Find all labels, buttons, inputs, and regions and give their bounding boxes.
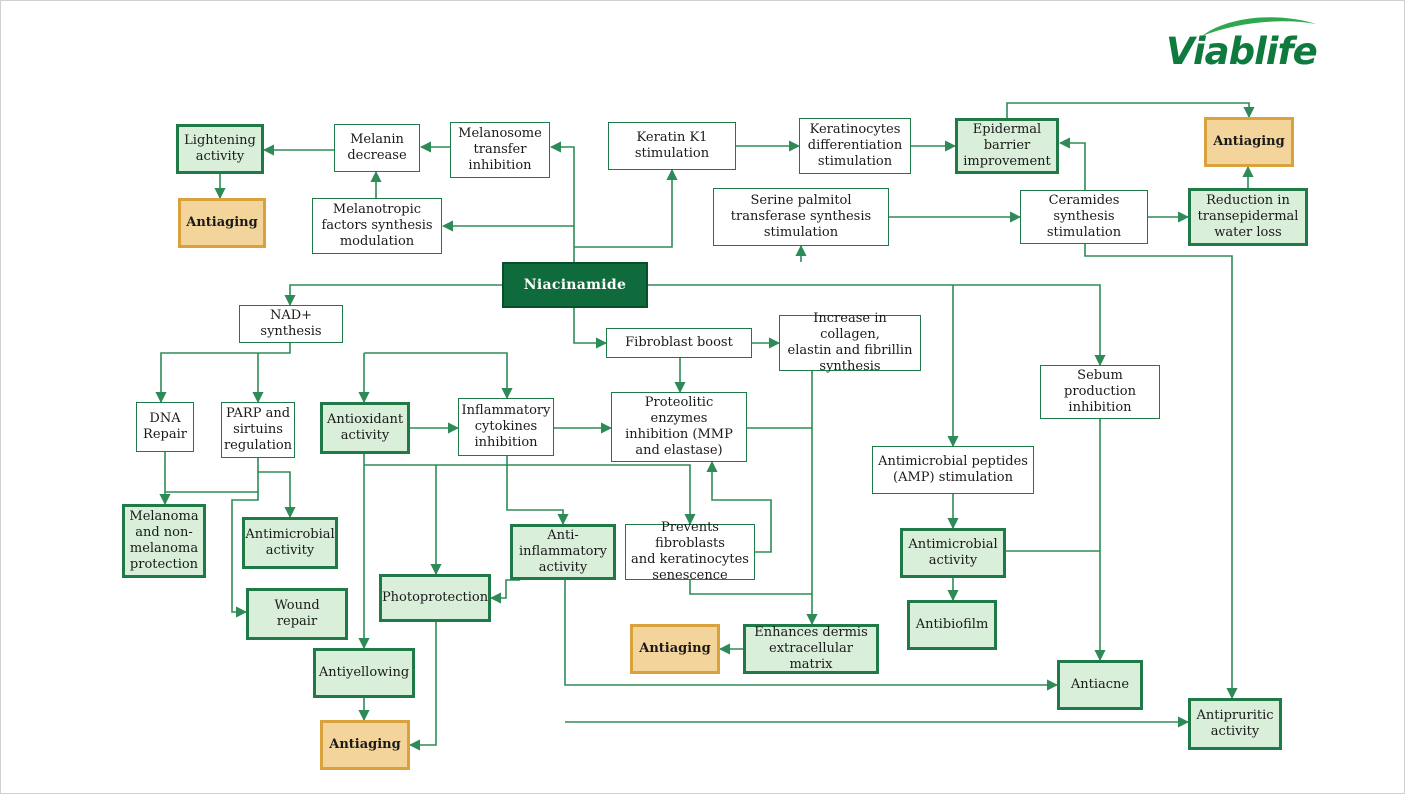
- node-prevents-senescence: Prevents fibroblasts and keratinocytes s…: [625, 520, 755, 583]
- node-inflammatory-cytokines: Inflammatory cytokines inhibition: [458, 398, 554, 456]
- wire-antiinflam-to-photoprotection: [489, 579, 520, 604]
- node-antiaging-mid: Antiaging: [630, 624, 720, 674]
- wire-to-sebum: [648, 284, 1106, 367]
- wire-to-prevents-senescence: [364, 464, 696, 526]
- node-antiaging-top-right: Antiaging: [1204, 117, 1294, 167]
- node-antiaging-bottom: Antiaging: [320, 720, 410, 770]
- node-melanosome-transfer: Melanosome transfer inhibition: [450, 122, 550, 178]
- node-lightening-activity: Lightening activity: [176, 124, 264, 174]
- wire-ceramides-to-antipruritic: [1084, 244, 1238, 700]
- node-antipruritic: Antipruritic activity: [1188, 698, 1282, 750]
- viablife-logo: Viablife: [1160, 14, 1350, 76]
- node-ceramides-synthesis: Ceramides synthesis stimulation: [1020, 190, 1148, 244]
- node-proteolytic-enzymes: Proteolitic enzymes inhibition (MMP and …: [611, 392, 747, 462]
- node-nad-synthesis: NAD+ synthesis: [239, 305, 343, 343]
- wire-to-wound-repair: [231, 492, 259, 618]
- wire-to-antiacne: [564, 580, 1059, 691]
- leaf-swoosh-icon: [1202, 17, 1316, 36]
- node-wound-repair: Wound repair: [246, 588, 348, 640]
- node-melanin-decrease: Melanin decrease: [334, 124, 420, 172]
- wire-parp-to-melanoma: [165, 458, 259, 493]
- wire-photoprotection-to-antiaging: [408, 622, 437, 751]
- wire-senescence-to-proteolytic: [706, 460, 772, 553]
- node-antiaging-left: Antiaging: [178, 198, 266, 248]
- wire-senescence-to-dermis: [689, 580, 812, 595]
- node-keratin-k1: Keratin K1 stimulation: [608, 122, 736, 170]
- node-melanotropic-factors: Melanotropic factors synthesis modulatio…: [312, 198, 442, 254]
- wire-to-melanosome-transfer: [549, 141, 575, 262]
- wire-barrier-to-antiaging: [1006, 102, 1255, 119]
- wire-to-antimicrobial-left: [258, 471, 296, 519]
- wire-to-anti-inflammatory: [506, 456, 569, 526]
- node-amp-stimulation: Antimicrobial peptides (AMP) stimulation: [872, 446, 1034, 494]
- logo-wordmark: Viablife: [1166, 30, 1318, 73]
- node-antimicrobial-left: Antimicrobial activity: [242, 517, 338, 569]
- node-collagen-increase: Increase in collagen, elastin and fibril…: [779, 311, 921, 374]
- node-antibiofilm: Antibiofilm: [907, 600, 997, 650]
- node-sebum-inhibition: Sebum production inhibition: [1040, 365, 1160, 419]
- node-dna-repair: DNA Repair: [136, 402, 194, 452]
- node-epidermal-barrier: Epidermal barrier improvement: [955, 118, 1059, 174]
- node-parp-sirtuins: PARP and sirtuins regulation: [221, 402, 295, 458]
- node-antimicrobial-right: Antimicrobial activity: [900, 528, 1006, 578]
- node-melanoma-protection: Melanoma and non- melanoma protection: [122, 504, 206, 578]
- node-anti-inflammatory: Anti- inflammatory activity: [510, 524, 616, 580]
- wire-to-fibroblast: [573, 308, 608, 349]
- node-antioxidant-activity: Antioxidant activity: [320, 402, 410, 454]
- node-reduction-tewl: Reduction in transepidermal water loss: [1188, 188, 1308, 246]
- wire-to-inflammatory: [364, 352, 513, 400]
- node-niacinamide: Niacinamide: [502, 262, 648, 308]
- wire-to-dna-repair: [155, 343, 291, 404]
- node-keratinocytes-differentiation: Keratinocytes differentiation stimulatio…: [799, 118, 911, 174]
- wire-to-nad: [284, 284, 502, 307]
- node-serine-palmitol: Serine palmitol transferase synthesis st…: [713, 188, 889, 246]
- node-photoprotection: Photoprotection: [379, 574, 491, 622]
- node-antiacne: Antiacne: [1057, 660, 1143, 710]
- node-enhances-dermis: Enhances dermis extracellular matrix: [743, 624, 879, 674]
- node-antiyellowing: Antiyellowing: [313, 648, 415, 698]
- wire-ceramides-to-barrier: [1058, 137, 1086, 190]
- wire-to-keratin-k1: [574, 168, 678, 248]
- node-fibroblast-boost: Fibroblast boost: [606, 328, 752, 358]
